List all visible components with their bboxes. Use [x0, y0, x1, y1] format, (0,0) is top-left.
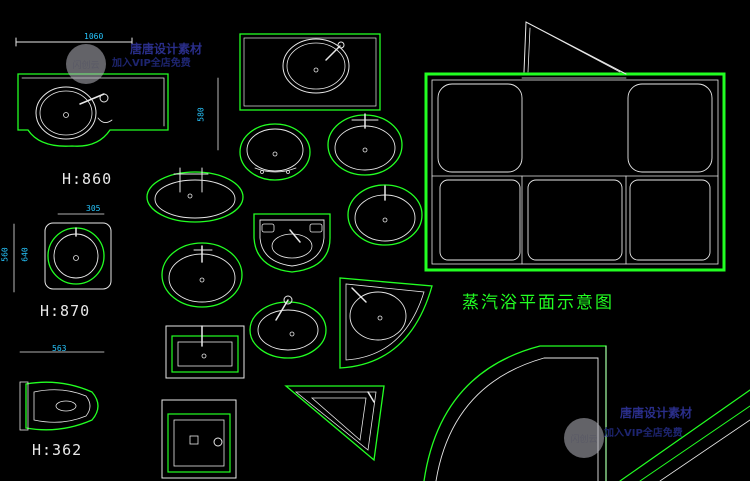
rect-counter-sink [165, 325, 245, 379]
dimension-560: 560 [0, 247, 10, 262]
oval-basin-upper [239, 123, 311, 181]
round-sink-h870 [13, 213, 112, 293]
watermark-logo-bottom: 闪创云 [564, 418, 604, 458]
rect-vanity-sink [217, 33, 381, 151]
watermark-brand-bottom: 唐唐设计素材 [620, 406, 693, 420]
dimension-580: 580 [196, 107, 206, 122]
dimension-563: 563 [52, 344, 67, 353]
dimension-305: 305 [86, 204, 101, 213]
oval-sink-double-tap [146, 167, 244, 223]
vanity-sink-h860 [15, 37, 169, 147]
oval-basin-right [327, 113, 403, 176]
steam-room-title: 蒸汽浴平面示意图 [462, 293, 614, 313]
vessel-basin [249, 295, 327, 359]
wall-sink-center [253, 213, 331, 273]
corner-bathtub [423, 345, 750, 481]
dimension-640: 640 [20, 247, 30, 262]
watermark-brand-top: 唐唐设计素材 [130, 42, 203, 56]
height-label-860: H:860 [62, 170, 113, 188]
triangle-corner-sink [284, 385, 385, 462]
corner-sink-quarter [339, 277, 433, 369]
height-label-870: H:870 [40, 302, 91, 320]
square-sink-bottom [161, 399, 237, 479]
watermark-promo-top: 加入VIP全店免费 [112, 58, 191, 69]
wall-sink-h362 [19, 351, 105, 431]
watermark-logo-top: 闪创云 [66, 44, 106, 84]
round-basin-right [347, 184, 423, 246]
watermark-promo-bottom: 加入VIP全店免费 [604, 428, 683, 439]
height-label-362: H:362 [32, 441, 83, 459]
dimension-1060: 1060 [84, 32, 104, 41]
oval-basin-left [161, 242, 243, 308]
steam-room-plan [424, 21, 726, 272]
